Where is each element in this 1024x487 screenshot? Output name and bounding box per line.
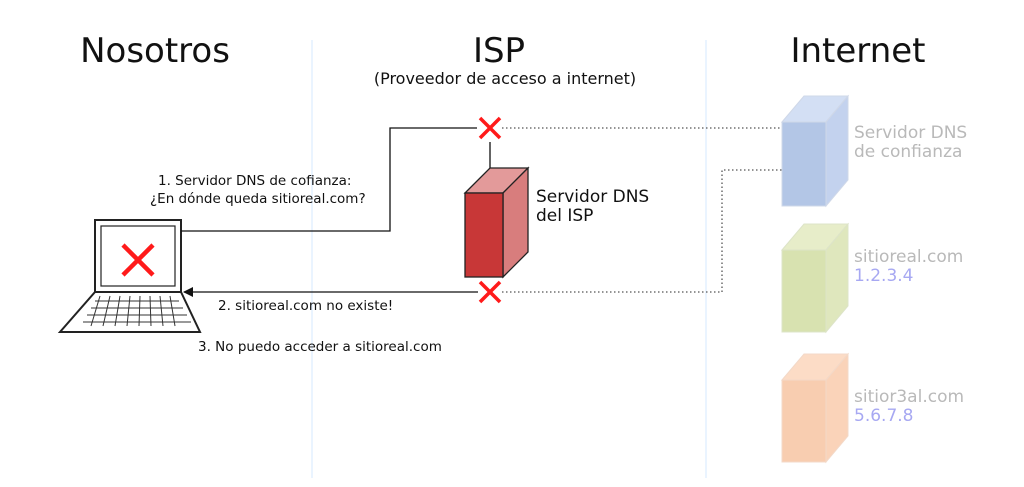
column-subtitle-isp: (Proveedor de acceso a internet) [374,69,636,88]
blocked-x-icon-top [478,116,502,140]
message-result: 3. No puedo acceder a sitioreal.com [198,339,442,355]
column-title-internet: Internet [790,31,925,71]
column-title-isp: ISP [473,31,525,71]
sitioreal-ip: 1.2.3.4 [854,266,913,286]
sitior3al-ip: 5.6.7.8 [854,406,913,426]
message-response: 2. sitioreal.com no existe! [218,298,393,314]
column-title-nosotros: Nosotros [80,31,230,71]
message-query-line2: ¿En dónde queda sitioreal.com? [150,191,366,207]
message-query-line1: 1. Servidor DNS de cofianza: [158,173,351,189]
trusted-dns-label-2: de confianza [854,142,962,162]
sitior3al-server [780,352,850,464]
trusted-dns-label: Servidor DNS [854,123,967,143]
sitioreal-label: sitioreal.com [854,247,963,267]
isp-dns-label: Servidor DNS [536,187,649,207]
isp-dns-server [463,166,530,279]
isp-dns-label-2: del ISP [536,206,593,226]
blocked-x-icon-bottom [478,280,502,304]
laptop-error-x-icon [121,243,155,277]
request-path [181,127,477,232]
trusted-dns-server [780,94,850,208]
sitioreal-server [780,222,850,334]
blocked-response-path [502,169,782,293]
sitior3al-label: sitior3al.com [854,387,964,407]
laptop-icon [57,219,202,333]
